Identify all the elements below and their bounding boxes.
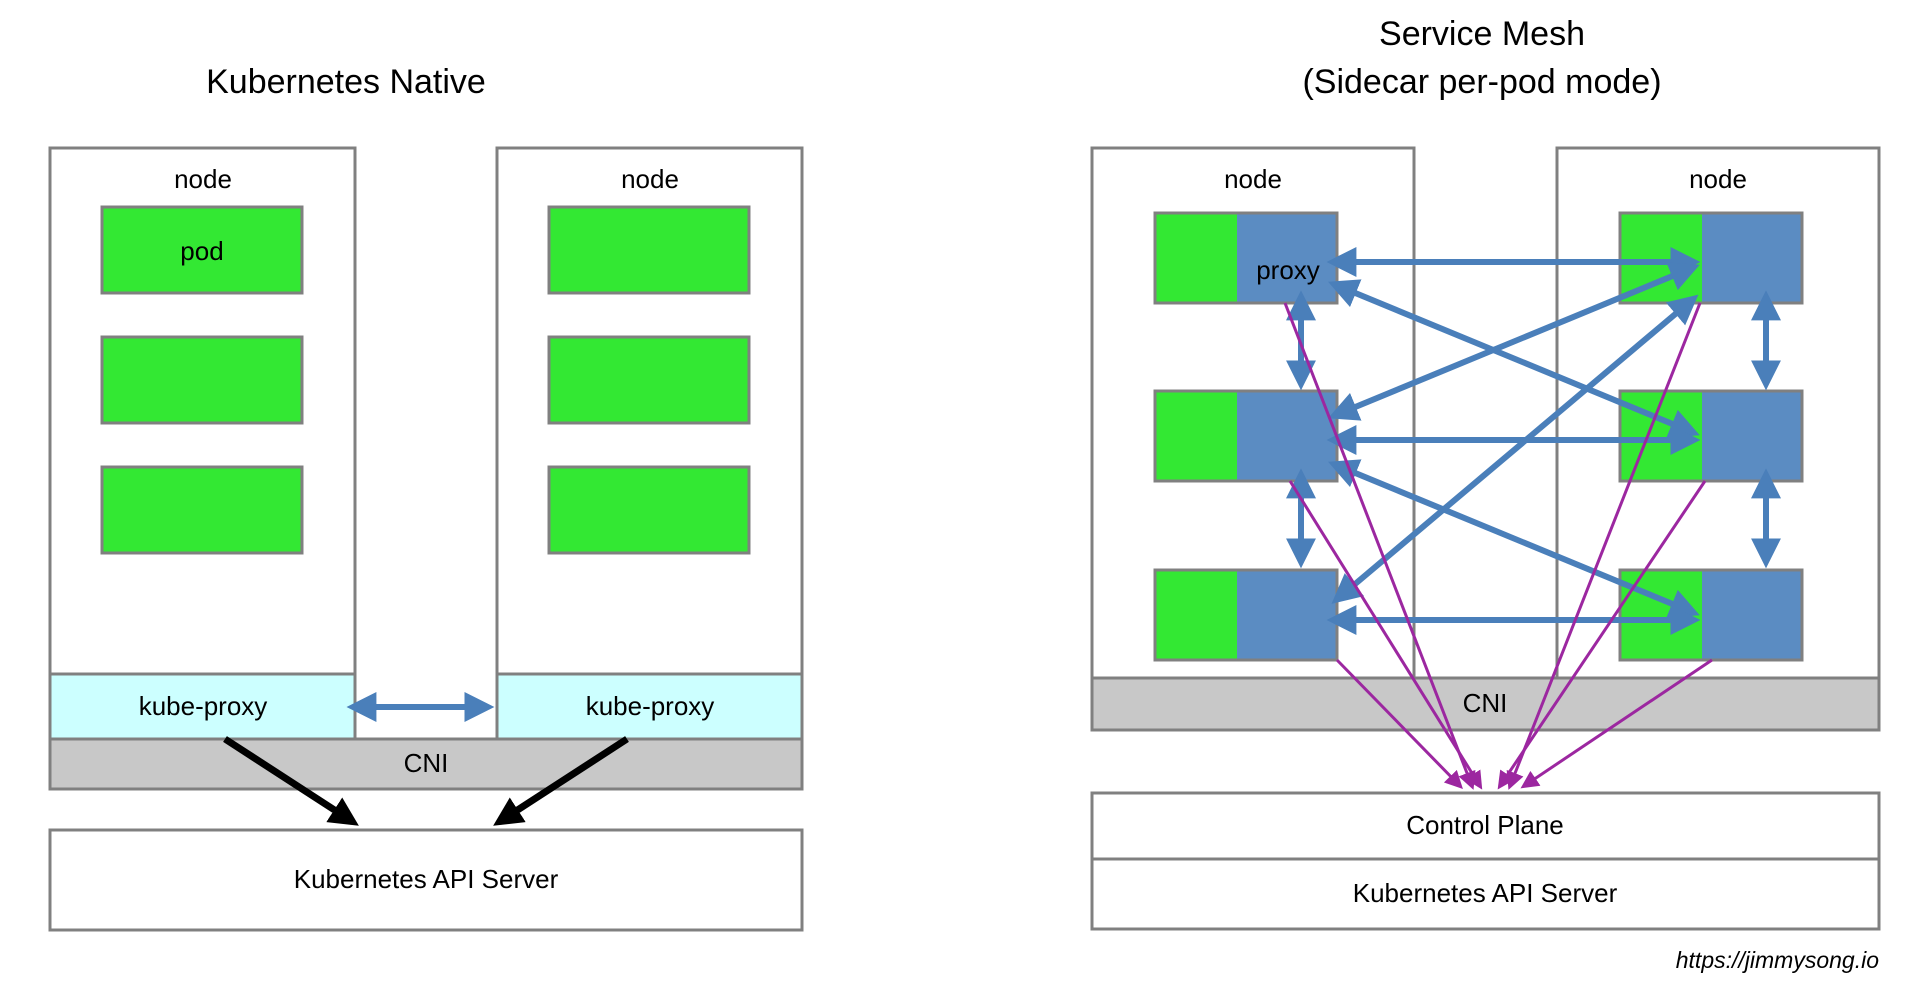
mesh-arrow-a3-b1 bbox=[1331, 294, 1699, 604]
left-cni-band bbox=[48, 737, 804, 791]
right-node-2-pod-1-sidecar[interactable] bbox=[1702, 213, 1802, 303]
left-node-1-pod-1-label: pod bbox=[180, 236, 223, 266]
watermark-text: https://jimmysong.io bbox=[1676, 947, 1879, 973]
right-node-1-pod-1-app[interactable] bbox=[1155, 213, 1237, 303]
right-panel-service-mesh: Service Mesh (Sidecar per-pod mode) node… bbox=[1090, 15, 1881, 931]
control-plane-label: Control Plane bbox=[1406, 810, 1564, 840]
left-node-1-label: node bbox=[174, 164, 232, 194]
control-plane-arrow-b1 bbox=[1506, 302, 1702, 790]
left-node-2-pod-3[interactable] bbox=[547, 465, 751, 555]
left-node-2-pod-1[interactable] bbox=[547, 205, 751, 295]
control-plane-box[interactable] bbox=[1090, 791, 1881, 861]
control-plane-arrow-a2 bbox=[1288, 480, 1483, 790]
left-node-2-label: node bbox=[621, 164, 679, 194]
control-plane-arrow-b2 bbox=[1497, 480, 1707, 790]
left-node-1-kube-proxy-label: kube-proxy bbox=[139, 691, 268, 721]
right-panel-title-line1: Service Mesh bbox=[1379, 15, 1585, 53]
control-plane-arrow-a1 bbox=[1283, 302, 1476, 790]
left-api-server-box[interactable] bbox=[48, 828, 804, 932]
right-node-2-pod-3-sidecar[interactable] bbox=[1702, 570, 1802, 660]
right-node-2-label: node bbox=[1689, 164, 1747, 194]
right-node-1-pod-1-sidecar-label: proxy bbox=[1256, 255, 1320, 285]
left-node-2-kube-proxy-label: kube-proxy bbox=[586, 691, 715, 721]
right-node-1-pod-3-sidecar[interactable] bbox=[1237, 570, 1337, 660]
left-node-2-pod-2[interactable] bbox=[547, 335, 751, 425]
right-api-server-box[interactable] bbox=[1090, 857, 1881, 931]
left-node-1-pod-3[interactable] bbox=[100, 465, 304, 555]
left-node-1-pod-1[interactable] bbox=[100, 205, 304, 295]
right-node-1-pod-3-app[interactable] bbox=[1155, 570, 1237, 660]
left-node-1-to-api-arrow bbox=[223, 736, 359, 826]
control-plane-arrow-b3 bbox=[1520, 658, 1713, 789]
right-api-server-label: Kubernetes API Server bbox=[1353, 878, 1618, 908]
left-node-2-to-api-arrow bbox=[493, 736, 629, 826]
left-cni-label: CNI bbox=[404, 748, 449, 778]
left-panel-kubernetes-native: Kubernetes Native node pod kube-proxy no… bbox=[48, 63, 804, 932]
right-node-1-pod-2-sidecar[interactable] bbox=[1237, 391, 1337, 481]
right-node-2-pod-2-sidecar[interactable] bbox=[1702, 391, 1802, 481]
right-node-2-pod-3-app[interactable] bbox=[1620, 570, 1702, 660]
left-api-server-label: Kubernetes API Server bbox=[294, 864, 559, 894]
right-node-1-pod-2-app[interactable] bbox=[1155, 391, 1237, 481]
right-node-1-pod-1-sidecar[interactable] bbox=[1237, 213, 1337, 303]
right-panel-title-line2: (Sidecar per-pod mode) bbox=[1302, 63, 1661, 101]
left-panel-title: Kubernetes Native bbox=[206, 63, 486, 101]
control-plane-arrow-a3 bbox=[1335, 658, 1463, 790]
right-cni-band bbox=[1090, 676, 1881, 732]
right-node-1-label: node bbox=[1224, 164, 1282, 194]
right-cni-label: CNI bbox=[1463, 688, 1508, 718]
left-node-1-pod-2[interactable] bbox=[100, 335, 304, 425]
